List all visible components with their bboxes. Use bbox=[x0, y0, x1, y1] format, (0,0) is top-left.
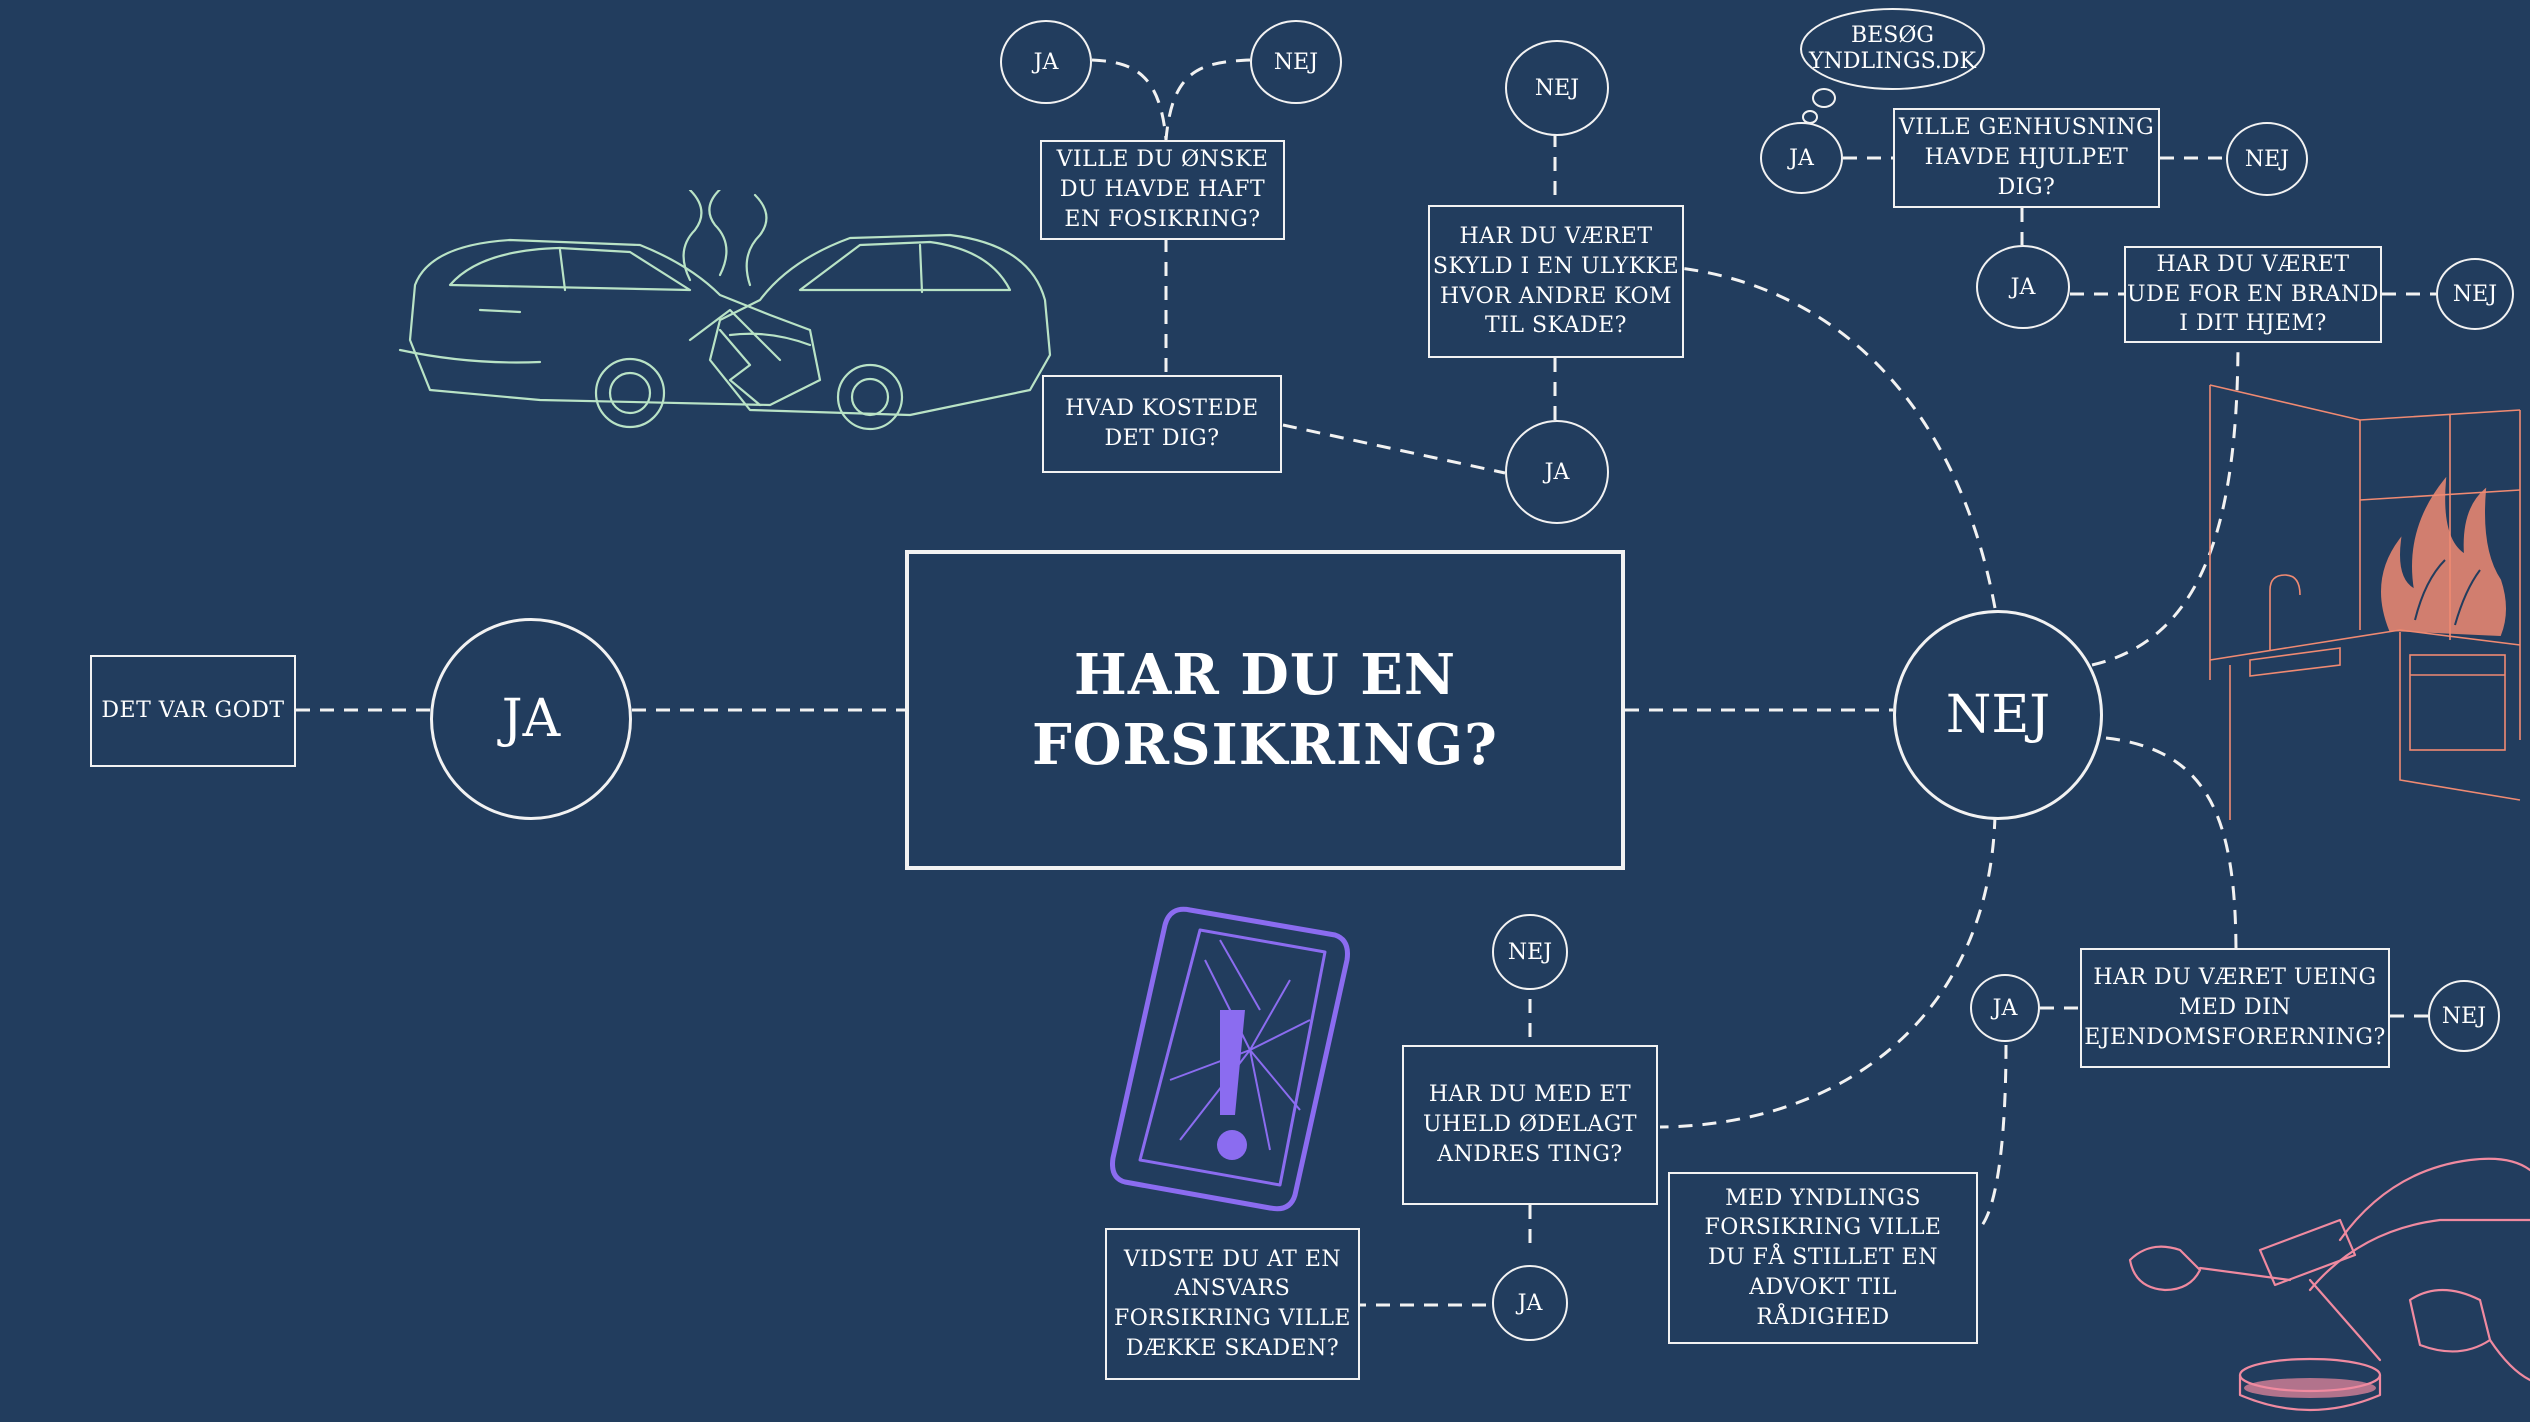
thought-bubble[interactable]: BESØG YNDLINGS.DK bbox=[1800, 8, 1985, 90]
connector-nej-fire bbox=[2091, 339, 2240, 667]
fire-ja-label: JA bbox=[2010, 274, 2036, 300]
fault-question-text: HAR DU VÆRET SKYLD I EN ULYKKE HVOR ANDR… bbox=[1432, 224, 1680, 339]
dispute-nej-label: NEJ bbox=[2441, 1003, 2487, 1029]
broken-nej-label: NEJ bbox=[1507, 939, 1553, 965]
fire-ja-circle[interactable]: JA bbox=[1976, 245, 2070, 329]
housing-ja-label: JA bbox=[1789, 145, 1814, 171]
wish-insurance-text: VILLE DU ØNSKE DU HAVDE HAFT EN FOSIKRIN… bbox=[1056, 147, 1269, 232]
cost-text: HVAD KOSTEDE DET DIG? bbox=[1065, 396, 1259, 451]
car-crash-sketch bbox=[398, 190, 1052, 431]
thought-bubble-text: BESØG YNDLINGS.DK bbox=[1809, 22, 1976, 74]
no-label: NEJ bbox=[1945, 685, 2051, 745]
fire-nej-circle[interactable]: NEJ bbox=[2436, 258, 2514, 330]
det-var-godt-text: DET VAR GODT bbox=[101, 698, 285, 724]
housing-ja-circle[interactable]: JA bbox=[1760, 122, 1843, 194]
no-circle-big[interactable]: NEJ bbox=[1893, 610, 2103, 820]
housing-question-text: VILLE GENHUSNING HAVDE HJULPET DIG? bbox=[1898, 115, 2155, 200]
connector-ja-cost bbox=[1282, 423, 1506, 475]
connector-nej-fault bbox=[1679, 266, 1997, 609]
connector-ja-lawyer bbox=[1976, 1044, 2008, 1232]
lawyer-box: MED YNDLINGS FORSIKRING VILLE DU FÅ STIL… bbox=[1668, 1172, 1978, 1344]
liability-text: VIDSTE DU AT EN ANSVARS FORSIKRING VILLE… bbox=[1114, 1246, 1351, 1361]
thought-dot-large bbox=[1812, 88, 1836, 108]
broken-ja-label: JA bbox=[1517, 1290, 1543, 1316]
broken-phone-sketch bbox=[1110, 906, 1350, 1212]
fault-question-box: HAR DU VÆRET SKYLD I EN ULYKKE HVOR ANDR… bbox=[1428, 205, 1684, 358]
fault-nej-label: NEJ bbox=[1534, 75, 1580, 101]
liability-box: VIDSTE DU AT EN ANSVARS FORSIKRING VILLE… bbox=[1105, 1228, 1360, 1380]
kitchen-fire-sketch bbox=[2209, 384, 2521, 820]
connector-nej-broken bbox=[1659, 814, 1997, 1129]
car-ja-circle[interactable]: JA bbox=[1000, 20, 1092, 104]
dispute-question-text: HAR DU VÆRET UEING MED DIN EJENDOMSFORER… bbox=[2084, 965, 2386, 1050]
housing-question-box: VILLE GENHUSNING HAVDE HJULPET DIG? bbox=[1893, 108, 2160, 208]
fault-nej-circle[interactable]: NEJ bbox=[1505, 40, 1609, 136]
broken-question-box: HAR DU MED ET UHELD ØDELAGT ANDRES TING? bbox=[1402, 1045, 1658, 1205]
fire-question-text: HAR DU VÆRET UDE FOR EN BRAND I DIT HJEM… bbox=[2127, 251, 2379, 337]
lawyer-text: MED YNDLINGS FORSIKRING VILLE DU FÅ STIL… bbox=[1704, 1185, 1942, 1330]
connector-nej-dispute bbox=[2105, 736, 2238, 949]
main-question-text: HAR DU EN FORSIKRING? bbox=[1032, 642, 1498, 778]
dispute-question-box: HAR DU VÆRET UEING MED DIN EJENDOMSFORER… bbox=[2080, 948, 2390, 1068]
fault-ja-label: JA bbox=[1544, 459, 1570, 485]
fire-nej-label: NEJ bbox=[2452, 281, 2498, 307]
housing-nej-label: NEJ bbox=[2244, 146, 2290, 172]
wish-insurance-box: VILLE DU ØNSKE DU HAVDE HAFT EN FOSIKRIN… bbox=[1040, 140, 1285, 240]
car-nej-label: NEJ bbox=[1273, 49, 1319, 75]
cost-box: HVAD KOSTEDE DET DIG? bbox=[1042, 375, 1282, 473]
car-ja-label: JA bbox=[1033, 49, 1059, 75]
broken-question-text: HAR DU MED ET UHELD ØDELAGT ANDRES TING? bbox=[1422, 1082, 1637, 1167]
dispute-ja-label: JA bbox=[1992, 995, 2018, 1021]
broken-nej-circle[interactable]: NEJ bbox=[1492, 914, 1568, 990]
yes-circle-big[interactable]: JA bbox=[430, 618, 632, 820]
dispute-nej-circle[interactable]: NEJ bbox=[2428, 980, 2500, 1052]
main-question-box: HAR DU EN FORSIKRING? bbox=[905, 550, 1625, 870]
housing-nej-circle[interactable]: NEJ bbox=[2226, 122, 2308, 196]
connector-nej-wish bbox=[1164, 58, 1251, 141]
yes-label: JA bbox=[501, 689, 561, 749]
fault-ja-circle[interactable]: JA bbox=[1505, 420, 1609, 524]
connector-ja-wish bbox=[1091, 58, 1168, 141]
dispute-ja-circle[interactable]: JA bbox=[1970, 974, 2040, 1042]
judge-gavel-sketch bbox=[2128, 1157, 2530, 1412]
car-nej-circle[interactable]: NEJ bbox=[1250, 20, 1342, 104]
broken-ja-circle[interactable]: JA bbox=[1492, 1265, 1568, 1341]
det-var-godt-box: DET VAR GODT bbox=[90, 655, 296, 767]
fire-question-box: HAR DU VÆRET UDE FOR EN BRAND I DIT HJEM… bbox=[2124, 246, 2382, 343]
